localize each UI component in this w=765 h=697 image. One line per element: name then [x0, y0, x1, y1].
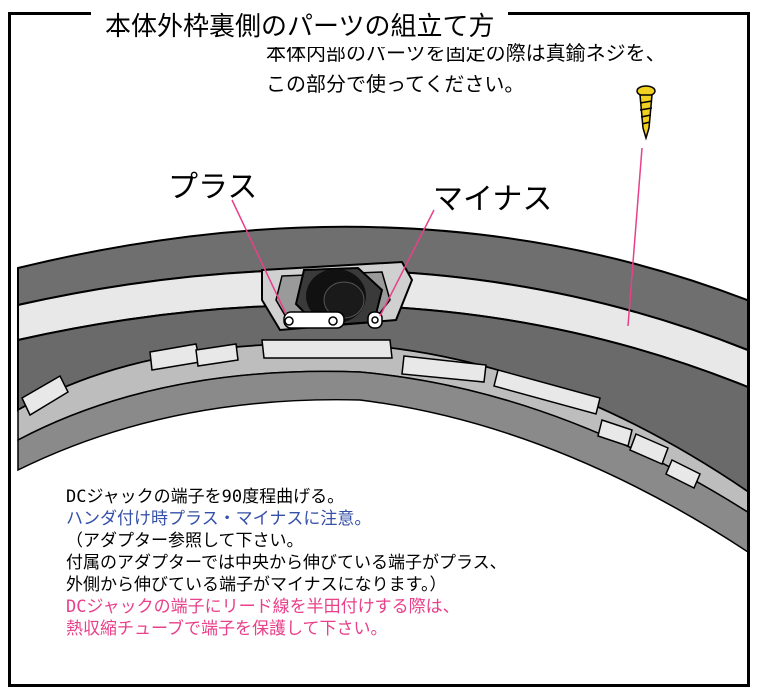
note-line: 付属のアダプターでは中央から伸びている端子がプラス、 — [66, 553, 507, 573]
minus-leader-line — [379, 209, 435, 317]
page-title: 本体外枠裏側のパーツの組立て方 — [91, 11, 509, 47]
note-line: 外側から伸びている端子がマイナスになります。） — [66, 575, 447, 595]
plus-leader-line — [231, 199, 287, 315]
dc-jack — [261, 260, 414, 332]
screw-note-line: この部分で使ってください。 — [266, 72, 525, 96]
minus-label: マイナス — [433, 182, 553, 217]
note-line: （アダプター参照して下さい。 — [66, 531, 304, 551]
note-line: DCジャックの端子を90度程曲げる。 — [66, 487, 345, 507]
note-line-caution: DCジャックの端子にリード線を半田付けする際は、 — [66, 597, 460, 617]
plus-label: プラス — [168, 170, 258, 205]
note-line-warning: ハンダ付け時プラス・マイナスに注意。 — [66, 509, 372, 529]
instruction-notes: DCジャックの端子を90度程曲げる。 ハンダ付け時プラス・マイナスに注意。 （ア… — [66, 486, 507, 640]
brass-screw-icon — [636, 85, 656, 141]
note-line-caution: 熱収縮チューブで端子を保護して下さい。 — [66, 619, 388, 639]
ring-tabs — [21, 339, 701, 490]
screw-note: 本体内部のパーツを固定の際は真鍮ネジを、 この部分で使ってください。 — [266, 38, 666, 100]
inner-rim — [17, 370, 747, 553]
screw-leader-line — [627, 147, 643, 327]
